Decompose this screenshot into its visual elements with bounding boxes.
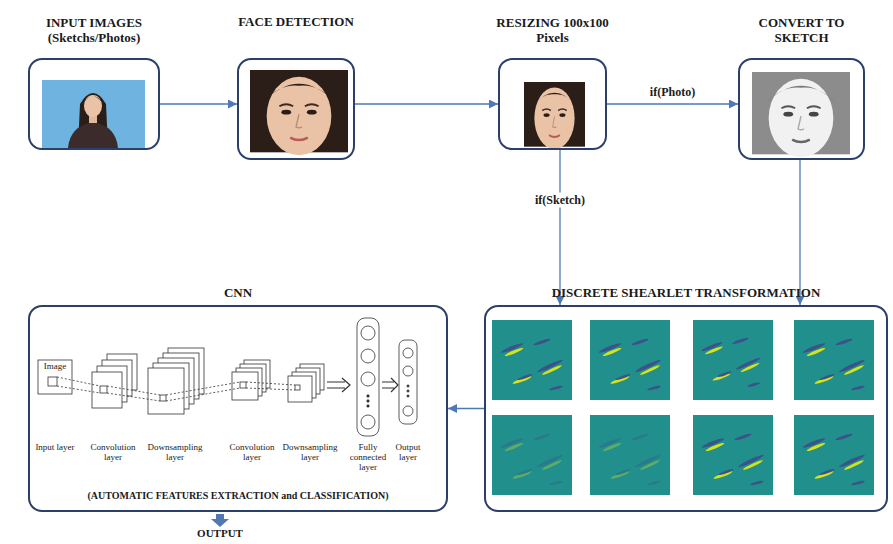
layer-label: Downsampling layer <box>278 443 342 463</box>
cnn-illustration <box>367 405 369 407</box>
edge-label: if(Photo) <box>648 85 697 100</box>
cnn-illustration <box>407 395 409 397</box>
shearlet-panels <box>693 320 773 400</box>
layer-label: Fully connected layer <box>346 443 390 473</box>
cnn-illustration <box>367 395 369 397</box>
cnn-illustration <box>232 372 258 400</box>
cnn-illustration <box>399 340 417 424</box>
cnn-illustration <box>361 349 375 363</box>
cnn-illustration <box>382 378 398 392</box>
shearlet-panels <box>701 337 761 388</box>
input-photo <box>84 96 102 102</box>
stage-box: CNN(AUTOMATIC FEATURES EXTRACTION and CL… <box>28 305 448 512</box>
flow-arrow <box>559 150 560 305</box>
cnn-illustration <box>403 348 413 358</box>
stage-heading: CNN <box>208 286 268 301</box>
flow-arrow <box>607 103 738 104</box>
layer-label: Image <box>38 362 72 372</box>
stage-heading: FACE DETECTION <box>221 15 371 30</box>
input-photo <box>84 95 102 117</box>
input-photo <box>42 80 145 148</box>
layer-label: Output layer <box>390 443 426 463</box>
output-arrow <box>211 519 229 527</box>
layer-label: Convolution layer <box>86 443 141 463</box>
output-label: OUTPUT <box>180 527 260 539</box>
output-arrow <box>211 514 229 527</box>
shearlet-panels <box>598 433 661 486</box>
input-photo <box>42 80 145 148</box>
cnn-illustration <box>361 415 375 429</box>
cnn-illustration <box>246 382 295 390</box>
shearlet-panels <box>590 415 670 495</box>
stage-caption: (AUTOMATIC FEATURES EXTRACTION and CLASS… <box>30 490 446 501</box>
cnn-illustration <box>327 378 350 392</box>
cnn-illustration <box>407 385 409 387</box>
cnn-illustration <box>240 382 246 388</box>
layer-label: Convolution layer <box>225 443 280 463</box>
layer-label: Downsampling layer <box>143 443 207 463</box>
stage-heading: CONVERT TO SKETCH <box>747 16 857 46</box>
stage-box: INPUT IMAGES (Sketchs/Photos) <box>28 58 160 150</box>
stage-heading: RESIZING 100x100 Pixels <box>495 16 610 46</box>
cnn-illustration <box>361 372 375 386</box>
cnn-illustration <box>361 326 375 340</box>
flow-arrow <box>160 103 237 104</box>
cnn-illustration <box>403 366 413 376</box>
cnn-illustration <box>166 382 240 401</box>
shearlet-panels <box>802 433 865 486</box>
cnn-illustration <box>295 385 300 390</box>
stage-box: DISCRETE SHEARLET TRANSFORMATION <box>484 305 888 512</box>
cnn-illustration <box>48 377 57 386</box>
cnn-illustration <box>288 376 312 402</box>
cnn-illustration <box>148 368 184 414</box>
cnn-illustration <box>57 377 100 393</box>
stage-box: CONVERT TO SKETCH <box>738 58 865 160</box>
flow-arrow <box>448 408 484 409</box>
flow-arrow <box>355 103 498 104</box>
shearlet-panels <box>500 338 563 391</box>
illustration <box>752 72 850 157</box>
illustration <box>524 82 585 149</box>
cnn-illustration <box>367 400 369 402</box>
shearlet-panels <box>794 320 874 400</box>
shearlet-panels <box>500 433 563 486</box>
shearlet-panels <box>492 320 874 495</box>
cnn-illustration <box>92 372 122 408</box>
stage-box: RESIZING 100x100 Pixels <box>498 58 607 150</box>
shearlet-panels <box>598 338 661 391</box>
cnn-illustration <box>160 395 166 401</box>
cnn-illustration <box>107 386 160 401</box>
stage-heading: INPUT IMAGES (Sketchs/Photos) <box>24 16 164 46</box>
cnn-illustration <box>38 318 417 436</box>
cnn-illustration <box>57 377 295 401</box>
stage-box: FACE DETECTION <box>237 58 355 160</box>
cnn-illustration <box>100 386 107 393</box>
flow-arrow <box>799 160 800 305</box>
shearlet-panels <box>693 415 773 495</box>
shearlet-panels <box>590 320 670 400</box>
shearlet-panels <box>794 415 874 495</box>
cnn-illustration <box>403 406 413 416</box>
edge-label: if(Sketch) <box>533 192 587 207</box>
cnn-illustration <box>38 360 72 394</box>
stage-heading: DISCRETE SHEARLET TRANSFORMATION <box>506 286 866 301</box>
shearlet-panels <box>701 433 764 486</box>
shearlet-panels <box>492 415 572 495</box>
layer-label: Input layer <box>30 443 80 453</box>
input-photo <box>68 122 118 148</box>
shearlet-panels <box>492 320 572 400</box>
shearlet-panels <box>802 338 865 391</box>
shearlet-panels <box>500 433 661 486</box>
cnn-illustration <box>407 390 409 392</box>
illustration <box>250 70 348 155</box>
cnn-illustration <box>357 318 379 436</box>
